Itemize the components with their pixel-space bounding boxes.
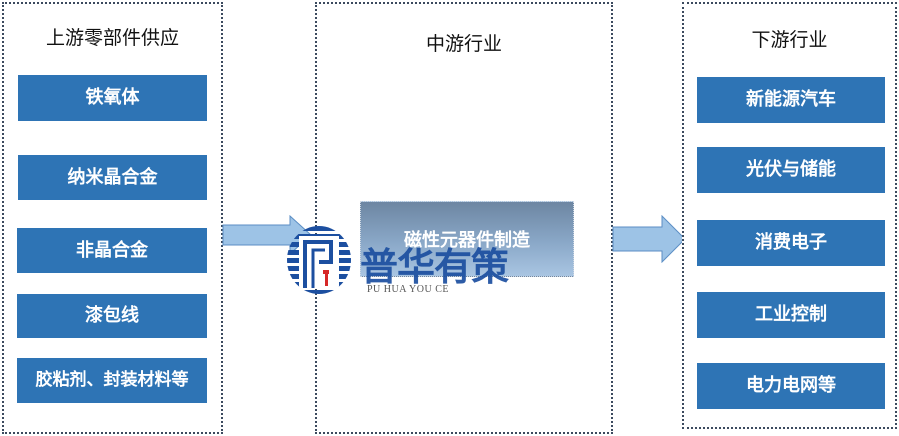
flow-arrow-upstream-to-midstream (222, 215, 312, 255)
upstream-item-enameled-wire: 漆包线 (17, 294, 207, 338)
downstream-item-consumer-electronics: 消费电子 (697, 220, 885, 266)
upstream-item-adhesives-packaging: 胶粘剂、封装材料等 (17, 358, 207, 403)
upstream-item-amorphous-alloy: 非晶合金 (17, 228, 207, 273)
flow-arrow-midstream-to-downstream (612, 215, 686, 263)
downstream-title: 下游行业 (751, 29, 828, 51)
midstream-title: 中游行业 (425, 33, 502, 55)
downstream-item-pv-storage: 光伏与储能 (697, 147, 885, 193)
downstream-item-industrial-control: 工业控制 (697, 292, 885, 338)
midstream-item-magnetic-components: 磁性元器件制造 (360, 201, 574, 277)
upstream-item-nanocrystalline-alloy: 纳米晶合金 (18, 155, 207, 200)
downstream-panel: 下游行业 (682, 2, 897, 429)
upstream-title: 上游零部件供应 (45, 27, 179, 49)
downstream-item-power-grid: 电力电网等 (697, 363, 885, 409)
upstream-item-ferrite: 铁氧体 (18, 75, 207, 121)
downstream-item-new-energy-vehicles: 新能源汽车 (697, 77, 885, 123)
